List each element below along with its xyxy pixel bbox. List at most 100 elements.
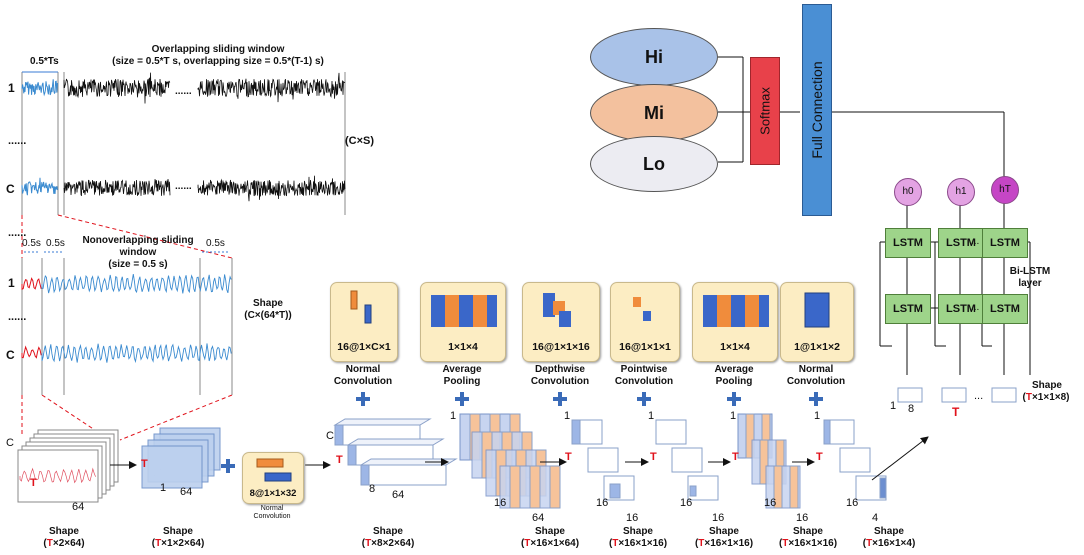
layer-card-5-kernel: 1×1×4 — [720, 341, 750, 353]
dim-16: 16 — [596, 497, 609, 509]
layer-5-name: Average — [714, 364, 754, 375]
shape-caption-value: (T×1×2×64) — [151, 538, 205, 549]
lstm-ellipsis: ... — [971, 236, 980, 247]
dim-4: 4 — [872, 512, 879, 524]
layer-5-type: Pooling — [715, 376, 753, 387]
dim-t: T — [650, 451, 657, 463]
half-ts-label: 0.5*Ts — [30, 56, 59, 67]
layer-6-name: Normal — [798, 364, 834, 375]
row-c-label: C — [6, 182, 15, 196]
layer-4-type: Convolution — [614, 376, 674, 387]
eeg-channel-c-trace — [63, 178, 171, 196]
shape-caption-word: Shape — [1031, 380, 1062, 391]
eeg-channel-c-trace — [197, 175, 346, 202]
class-mi-node: Mi — [590, 84, 718, 142]
dim-8: 8 — [369, 483, 376, 495]
eeg-window-c-trace — [41, 343, 232, 364]
dim-64: 64 — [532, 512, 545, 524]
dim-16: 16 — [494, 497, 507, 509]
shape-caption-word: Shape — [708, 526, 739, 537]
shape-caption-word: Shape — [792, 526, 823, 537]
eeg-channel-1-trace — [197, 72, 346, 103]
stacked-windows — [17, 429, 119, 503]
lstm-wiring — [718, 56, 1031, 375]
dim-64: 64 — [180, 486, 193, 498]
vector-ellipsis: ... — [974, 390, 984, 402]
plus-icon — [809, 392, 823, 406]
shape-caption-value: (T×1×1×8) — [1022, 392, 1070, 403]
cxs-shape-label: (C×S) — [345, 135, 375, 147]
shape-caption-value: (T×2×64) — [43, 538, 85, 549]
hidden-state-h1: h1 — [947, 178, 975, 206]
layer-3-type: Convolution — [530, 376, 590, 387]
plus-icon — [221, 459, 235, 473]
dim-64: 64 — [72, 501, 85, 513]
dim-1: 1 — [564, 410, 571, 422]
kernel-illustration — [256, 458, 292, 482]
dim-t: T — [141, 458, 148, 470]
dim-1: 1 — [730, 410, 737, 422]
dim-16: 16 — [712, 512, 725, 524]
softmax-label: Softmax — [757, 87, 773, 135]
layer-card-1-kernel: 16@1×C×1 — [337, 341, 391, 353]
hidden-state-ht: hT — [991, 176, 1019, 204]
lstm-cell: LSTM — [982, 228, 1028, 258]
nonoverlap-subtitle: window — [119, 247, 157, 258]
plus-icon — [727, 392, 741, 406]
nonoverlap-title: Nonoverlapping sliding — [82, 235, 194, 246]
shape-caption-value: (T×16×1×16) — [778, 538, 838, 549]
first-conv-name: Normal — [260, 505, 284, 512]
dim-16: 16 — [680, 497, 693, 509]
dim-t: T — [30, 477, 37, 489]
plus-icon — [637, 392, 651, 406]
layer-2-name: Average — [442, 364, 482, 375]
layer-1-name: Normal — [345, 364, 381, 375]
dim-64: 64 — [392, 489, 405, 501]
shape-caption-value: (T×8×2×64) — [361, 538, 415, 549]
layer-1-type: Convolution — [333, 376, 393, 387]
dim-16: 16 — [846, 497, 859, 509]
eeg-window-c-segment — [21, 345, 42, 359]
layer-2-type: Pooling — [443, 376, 481, 387]
dim-t: T — [816, 451, 823, 463]
softmax-layer: Softmax — [750, 57, 780, 165]
overlap-window-title: Overlapping sliding window — [151, 44, 285, 55]
dim-1: 1 — [450, 410, 457, 422]
dim-1: 1 — [160, 482, 167, 494]
row-ellipsis: ...... — [8, 311, 27, 323]
zoom-guides — [21, 214, 233, 441]
signal-shape-value: (C×(64*T)) — [244, 310, 292, 321]
layer-card-3-kernel: 16@1×1×16 — [532, 341, 590, 353]
plus-icon — [553, 392, 567, 406]
dim-t: T — [336, 454, 343, 466]
class-hi-node: Hi — [590, 28, 718, 86]
dim-1: 1 — [890, 400, 897, 412]
time-ellipsis: ...... — [175, 181, 192, 192]
bilstm-label: Bi-LSTM — [1009, 266, 1051, 277]
layer-card-6-kernel: 1@1×1×2 — [794, 341, 840, 353]
lstm-cell: LSTM — [885, 228, 931, 258]
dim-c: C — [326, 430, 334, 442]
shape-caption-word: Shape — [372, 526, 403, 537]
full-connection-layer: Full Connection — [802, 4, 832, 216]
reshaped-windows — [141, 427, 221, 489]
eeg-channel-1-trace — [63, 72, 171, 104]
eeg-window-1-segment — [21, 277, 42, 291]
layer-card-2-kernel: 1×1×4 — [448, 341, 478, 353]
layer-4-name: Pointwise — [620, 364, 668, 375]
layer-card-2: 1×1×4 — [420, 282, 506, 362]
lstm-cell: LSTM — [938, 228, 984, 258]
dim-1: 1 — [648, 410, 655, 422]
eeg-overview-panel — [21, 71, 346, 215]
class-lo-node: Lo — [590, 136, 718, 192]
row-1-label: 1 — [8, 81, 15, 95]
time-ellipsis: ...... — [175, 86, 192, 97]
layer-3-name: Depthwise — [534, 364, 585, 375]
layer-card-3: 16@1×1×16 — [522, 282, 600, 362]
window-width-3: 0.5s — [206, 238, 225, 249]
dim-c: C — [6, 437, 14, 449]
hidden-state-h0: h0 — [894, 178, 922, 206]
window-width-1: 0.5s — [22, 238, 41, 249]
shape-caption-word: Shape — [48, 526, 79, 537]
layer-card-4-kernel: 16@1×1×1 — [619, 341, 671, 353]
